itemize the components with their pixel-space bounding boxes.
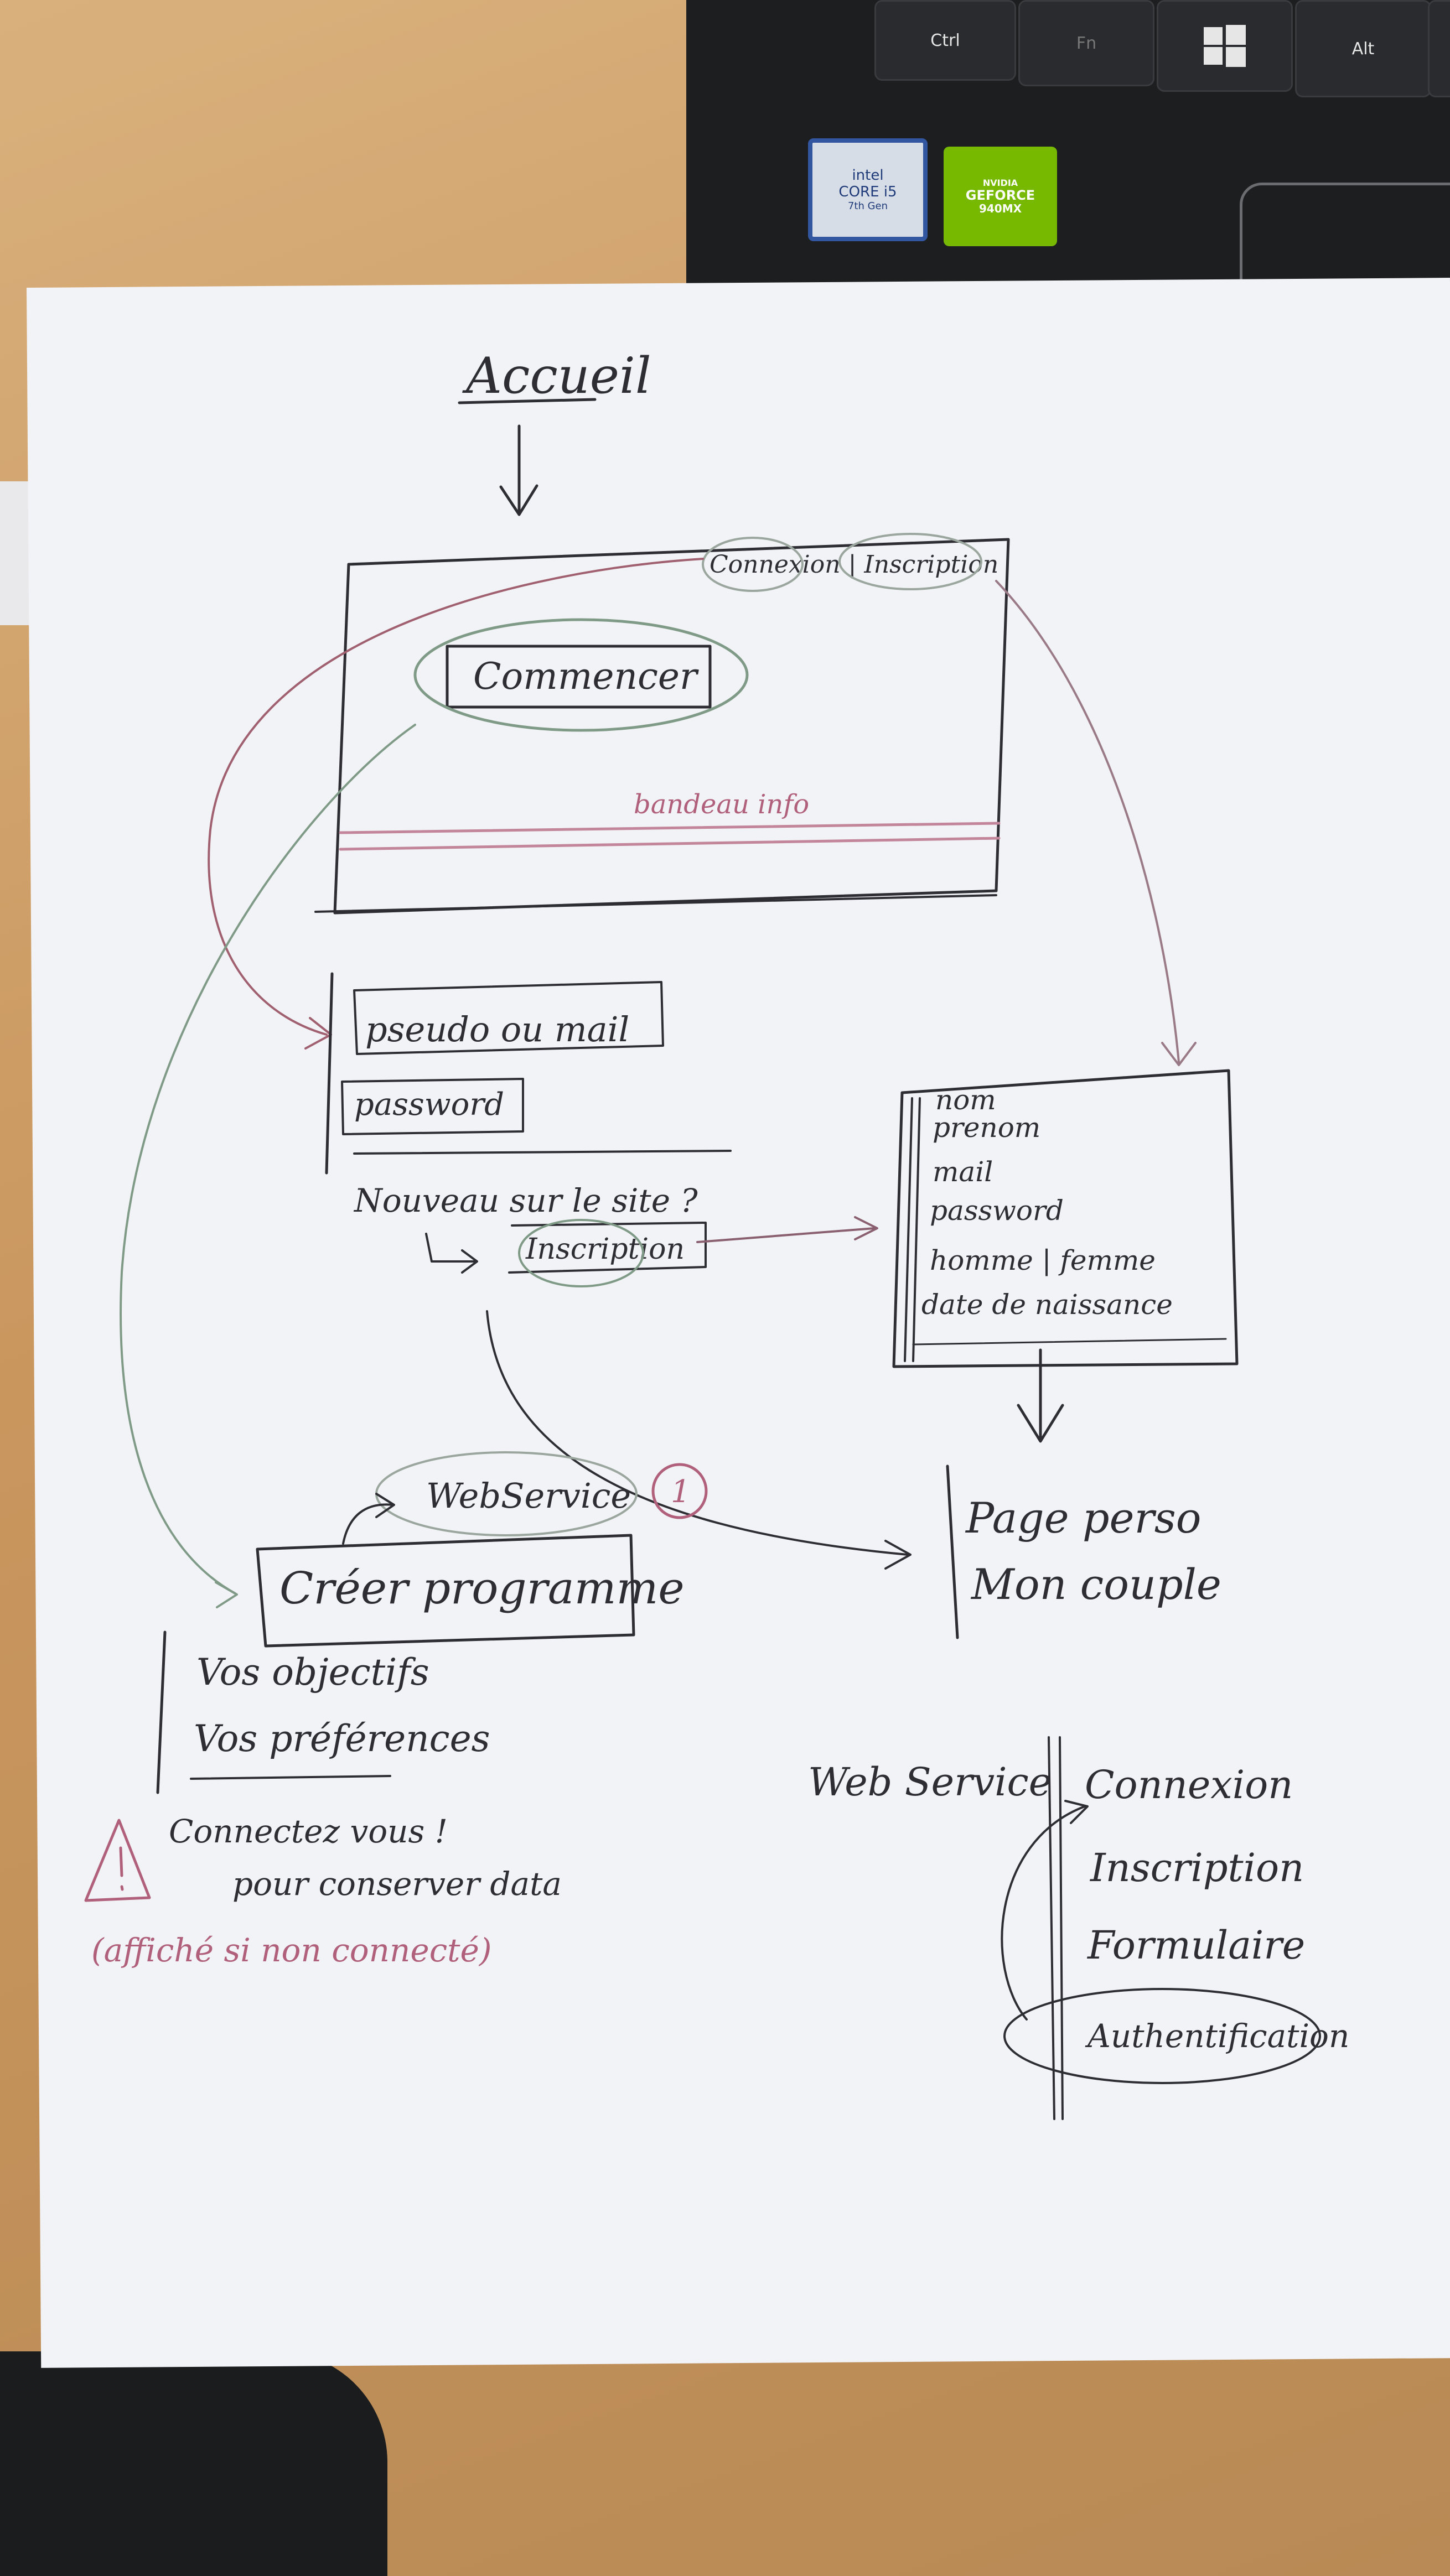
ws-authentification: Authentification (1085, 2017, 1349, 2055)
field-nom: nom (935, 1084, 996, 1116)
gpu-model-text: 940MX (978, 201, 1022, 215)
arrow-connexion-to-login (208, 558, 704, 1036)
connexion-inscription-label: Connexion | Inscription (710, 550, 998, 579)
commencer-box (446, 645, 712, 709)
intel-sticker: intel CORE i5 7th Gen (808, 138, 928, 241)
signup-form-box (892, 1069, 1239, 1368)
login-left-bar (325, 972, 334, 1175)
arrowhead-login (304, 1017, 332, 1050)
banner-lines (339, 822, 1001, 851)
field-gender: homme | femme (930, 1244, 1156, 1276)
intel-model-text: CORE i5 (838, 183, 897, 200)
preferences-label: Vos préférences (194, 1717, 490, 1760)
arrow-commencer-to-program (120, 724, 416, 1608)
geforce-text: GEFORCE (965, 187, 1035, 203)
signup-fields: nom prenom mail password homme | femme d… (921, 1084, 1173, 1321)
webservice-label: WebService (426, 1476, 631, 1516)
title-underline (458, 398, 597, 404)
username-box (353, 981, 664, 1055)
warning-line-1: Connectez vous ! (169, 1812, 448, 1850)
objectives-label: Vos objectifs (196, 1651, 429, 1694)
commencer-circle (413, 618, 749, 732)
inscription-button-circle (518, 1219, 644, 1287)
authentification-circle (1003, 1988, 1321, 2084)
field-password: password (930, 1194, 1064, 1227)
arrow-login-to-personal (486, 1310, 912, 1570)
windows-logo-icon (1204, 25, 1246, 67)
create-program-label: Créer programme (279, 1562, 685, 1614)
fn-key: Fn (1018, 0, 1154, 86)
commencer-label: Commencer (473, 655, 699, 698)
arrow-auth-to-connexion (1001, 1800, 1089, 2021)
dark-object-bottom (0, 2351, 387, 2576)
my-couple-label: Mon couple (970, 1560, 1221, 1609)
field-mail: mail (933, 1156, 993, 1188)
connexion-circle (702, 537, 804, 592)
title-accueil: Accueil (462, 347, 651, 405)
fn-key-label: Fn (1076, 33, 1097, 53)
alt-key-label: Alt (1351, 39, 1375, 59)
intel-logo-text: intel (852, 167, 884, 184)
alt-key: Alt (1295, 0, 1431, 97)
signup-form-underline (912, 1338, 1227, 1346)
key-edge (1428, 0, 1450, 97)
banner-label: bandeau info (634, 789, 809, 820)
warning-line-3: (affiché si non connecté) (91, 1931, 491, 1969)
warning-triangle-icon (84, 1819, 151, 1902)
arrow-inscription-to-form-2 (696, 1216, 878, 1243)
intel-gen-text: 7th Gen (847, 200, 888, 212)
arrow-inscription-to-form (995, 580, 1197, 1066)
username-label: pseudo ou mail (365, 1009, 629, 1050)
arrow-program-to-webservice (342, 1493, 395, 1545)
webservice-list-title: Web Service (808, 1759, 1052, 1805)
webservice-marker-number: 1 (671, 1474, 691, 1510)
arrow-form-to-personal (1017, 1348, 1064, 1443)
ctrl-key: Ctrl (874, 0, 1016, 81)
nvidia-logo-text: NVIDIA (982, 178, 1018, 188)
login-divider (353, 1150, 732, 1155)
new-user-prompt: Nouveau sur le site ? (353, 1182, 698, 1219)
webservice-list-bars (1048, 1736, 1064, 2120)
warning-line-2: pour conserver data (232, 1865, 562, 1903)
ws-formulaire: Formulaire (1086, 1923, 1305, 1968)
program-bar (156, 1630, 167, 1794)
home-frame (333, 538, 1010, 915)
warning-exclamation (119, 1846, 124, 1891)
inscription-button-label: Inscription (525, 1233, 685, 1266)
arrow-down-home (499, 424, 538, 516)
webservice-list-items: Connexion Inscription Formulaire Authent… (1085, 1762, 1349, 2055)
webservice-marker-circle (651, 1463, 708, 1519)
ctrl-key-label: Ctrl (930, 30, 960, 50)
return-arrow-icon (425, 1233, 478, 1274)
nvidia-sticker: NVIDIA GEFORCE 940MX (944, 147, 1057, 246)
windows-key (1157, 0, 1293, 92)
password-label: password (354, 1087, 504, 1123)
ws-inscription: Inscription (1089, 1845, 1304, 1891)
preferences-underline (190, 1775, 391, 1780)
inscription-circle (838, 533, 982, 590)
personal-page-label: Page perso (965, 1493, 1202, 1543)
personal-bar (946, 1464, 959, 1639)
field-prenom: prenom (933, 1112, 1040, 1144)
home-frame-base (314, 894, 997, 913)
field-birthdate: date de naissance (921, 1289, 1173, 1321)
password-box (341, 1078, 524, 1135)
ws-connexion: Connexion (1085, 1762, 1293, 1808)
create-program-box (256, 1534, 635, 1648)
signup-form-bars (904, 1097, 921, 1362)
